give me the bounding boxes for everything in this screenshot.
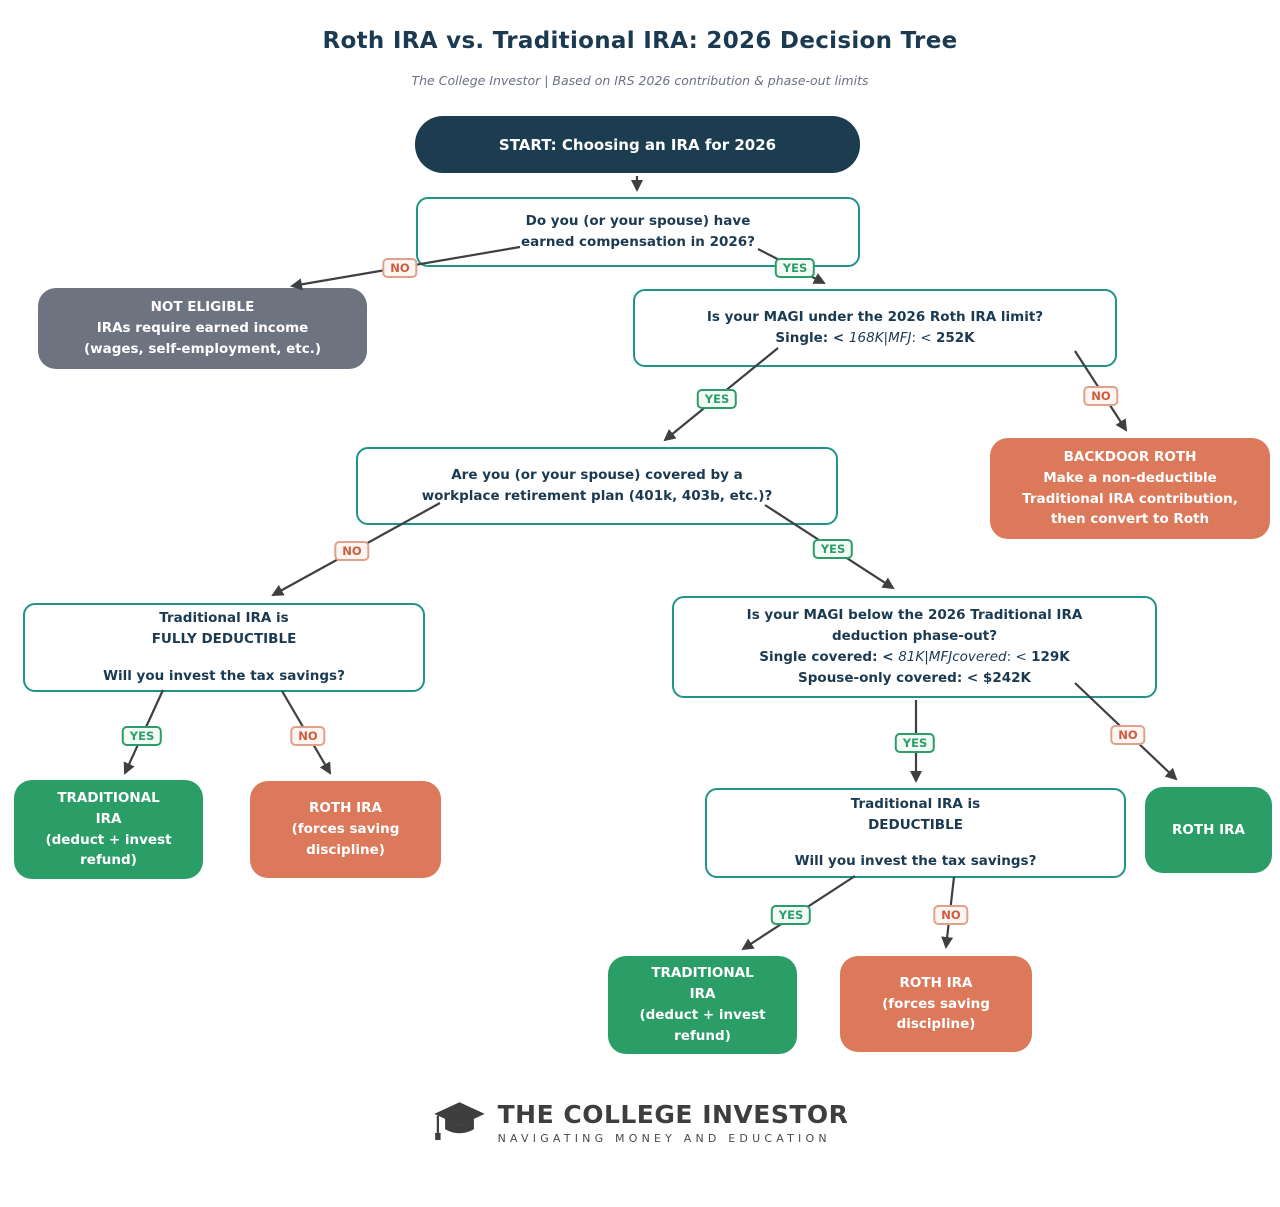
node-roth-ira-bottom: ROTH IRA (forces saving discipline) [840,956,1032,1052]
graduation-cap-icon [434,1102,485,1140]
node-fully-deductible: Traditional IRA is FULLY DEDUCTIBLE Will… [23,603,425,692]
node-roth-magi-limit: Is your MAGI under the 2026 Roth IRA lim… [633,289,1117,367]
edge-label-no: NO [1083,386,1119,406]
node-deductible: Traditional IRA is DEDUCTIBLE Will you i… [705,788,1126,878]
node-backdoor-roth: BACKDOOR ROTH Make a non-deductible Trad… [990,438,1270,539]
brand-footer: THE COLLEGE INVESTOR NAVIGATING MONEY AN… [432,1098,849,1146]
node-traditional-ira-left: TRADITIONAL IRA (deduct + invest refund) [14,780,203,879]
node-start: START: Choosing an IRA for 2026 [415,116,860,173]
node-not-eligible: NOT ELIGIBLE IRAs require earned income … [38,288,367,369]
node-workplace-plan: Are you (or your spouse) covered by a wo… [356,447,838,525]
node-earned-compensation: Do you (or your spouse) have earned comp… [416,197,860,267]
brand-name: THE COLLEGE INVESTOR [497,1099,849,1129]
edge-label-yes: YES [812,539,854,559]
edge-label-yes: YES [894,733,936,753]
node-traditional-ira-bottom: TRADITIONAL IRA (deduct + invest refund) [608,956,797,1054]
edge-label-no: NO [334,541,370,561]
page-title: Roth IRA vs. Traditional IRA: 2026 Decis… [322,28,958,54]
edge-label-yes: YES [770,905,812,925]
edge-label-yes: YES [696,389,738,409]
node-roth-ira-left: ROTH IRA (forces saving discipline) [250,781,441,878]
node-traditional-phaseout: Is your MAGI below the 2026 Traditional … [672,596,1157,698]
brand-tagline: NAVIGATING MONEY AND EDUCATION [497,1131,831,1145]
edge-label-yes: YES [121,726,163,746]
edge-label-no: NO [382,258,418,278]
node-roth-ira-right: ROTH IRA [1145,787,1272,873]
page-subtitle: The College Investor | Based on IRS 2026… [411,73,869,88]
edge-label-yes: YES [774,258,816,278]
edge-label-no: NO [1110,725,1146,745]
edge-label-no: NO [290,726,326,746]
edge-label-no: NO [933,905,969,925]
